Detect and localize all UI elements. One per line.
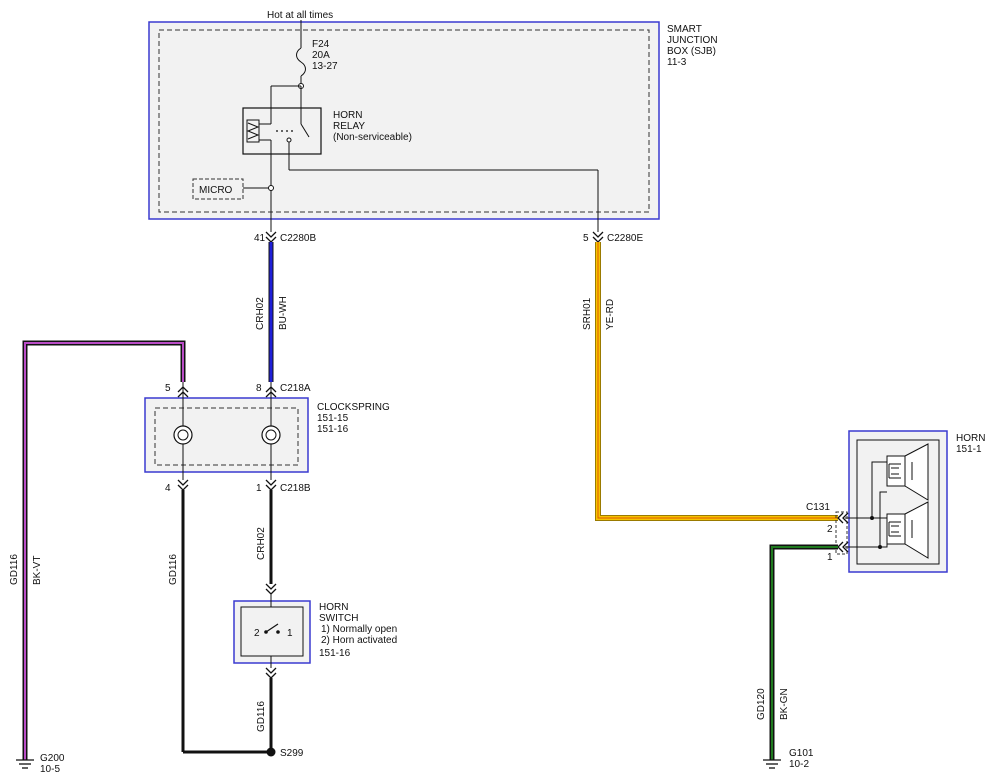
c131-pin1: 1 [827, 552, 833, 563]
horn-switch-title-line1: HORN [319, 602, 348, 613]
c218a-label: C218A [280, 383, 311, 394]
sjb-title-line1: SMART [667, 24, 702, 35]
c2280b-label: C2280B [280, 233, 316, 244]
smart-junction-box [148, 21, 660, 220]
clockspring-title: CLOCKSPRING [317, 402, 390, 413]
relay-title-line1: HORN [333, 110, 362, 121]
fuse-label: F24 [312, 39, 330, 50]
horn-component [848, 430, 948, 573]
relay-title-line2: RELAY [333, 121, 365, 132]
wire-gd120-label: GD120 [756, 688, 767, 720]
c131-connector-shell [835, 511, 848, 555]
ground-g101-label: G101 [789, 748, 814, 759]
wire-gd116-bottom-label: GD116 [256, 701, 267, 732]
horn-switch-connector-top-icon [265, 583, 277, 595]
c218b-connector-icon-left [177, 479, 189, 491]
horn-switch-ref: 151-16 [319, 648, 351, 659]
wire-crh02-top-label: CRH02 [255, 297, 266, 330]
c218b-label: C218B [280, 483, 311, 494]
wire-gd116-bk-vt [24, 342, 184, 760]
wire-gd120-color: BK-GN [779, 688, 790, 720]
horn-speaker-upper-icon [886, 443, 929, 501]
horn-switch-pin1: 1 [287, 628, 293, 639]
c218a-connector-icon-left [177, 386, 189, 398]
horn-switch [233, 600, 311, 664]
supply-label: Hot at all times [267, 10, 333, 21]
micro-label: MICRO [199, 185, 233, 196]
wire-gd116-left-color: BK-VT [32, 556, 43, 585]
c2280e-connector-icon [592, 231, 604, 243]
ground-g200-ref: 10-5 [40, 764, 60, 775]
c218a-pin-right: 8 [256, 383, 262, 394]
clockspring-coil-icon-left [173, 425, 193, 445]
c2280e-pin: 5 [583, 233, 589, 244]
sjb-title-line4: 11-3 [667, 57, 687, 68]
c218b-pin-right: 1 [256, 483, 262, 494]
ground-g101-ref: 10-2 [789, 759, 809, 770]
c131-pin2-icon [837, 512, 849, 524]
horn-switch-contact-icon [265, 623, 279, 633]
fuse-rating: 20A [312, 50, 330, 61]
clockspring-ref1: 151-15 [317, 413, 349, 424]
wire-srh01-color: YE-RD [605, 299, 616, 330]
splice-s299-label: S299 [280, 748, 304, 759]
clockspring-coil-icon-right [261, 425, 281, 445]
c131-pin2: 2 [827, 524, 833, 535]
wire-srh01-label: SRH01 [582, 297, 593, 330]
wire-gd116-left-label: GD116 [9, 554, 20, 585]
relay-switch-icon [300, 123, 310, 138]
horn-switch-pin2: 2 [254, 628, 260, 639]
ground-g200-label: G200 [40, 753, 65, 764]
ground-g101-icon [763, 759, 781, 769]
horn-switch-note1: 1) Normally open [321, 624, 397, 635]
micro-box [192, 178, 244, 200]
horn-switch-title-line2: SWITCH [319, 613, 358, 624]
sjb-title-line2: JUNCTION [667, 35, 718, 46]
wire-gd120-bk-gn [771, 546, 838, 760]
c218b-pin-left: 4 [165, 483, 171, 494]
c2280b-connector-icon [265, 231, 277, 243]
wire-crh02-top-color: BU-WH [278, 296, 289, 330]
ground-g200-icon [16, 759, 34, 769]
wire-crh02-bottom-label: CRH02 [256, 527, 267, 560]
wire-srh01-ye-rd [596, 242, 838, 520]
relay-title-line3: (Non-serviceable) [333, 132, 412, 143]
c2280e-label: C2280E [607, 233, 643, 244]
clockspring-ref2: 151-16 [317, 424, 349, 435]
splice-s299-icon [266, 747, 276, 757]
horn-ref: 151-1 [956, 444, 982, 455]
wire-gd116-mid-label: GD116 [168, 554, 179, 585]
clockspring [144, 397, 309, 473]
horn-switch-note2: 2) Horn activated [321, 635, 397, 646]
fuse-ref: 13-27 [312, 61, 338, 72]
c218b-connector-icon-right [265, 479, 277, 491]
horn-speaker-lower-icon [886, 501, 929, 559]
c218a-connector-icon-right [265, 386, 277, 398]
horn-title: HORN [956, 433, 985, 444]
sjb-title-line3: BOX (SJB) [667, 46, 716, 57]
c131-label: C131 [806, 502, 830, 513]
c2280b-pin: 41 [254, 233, 266, 244]
horn-switch-connector-bottom-icon [265, 667, 277, 679]
fuse-icon [296, 47, 306, 77]
c218a-pin-left: 5 [165, 383, 171, 394]
